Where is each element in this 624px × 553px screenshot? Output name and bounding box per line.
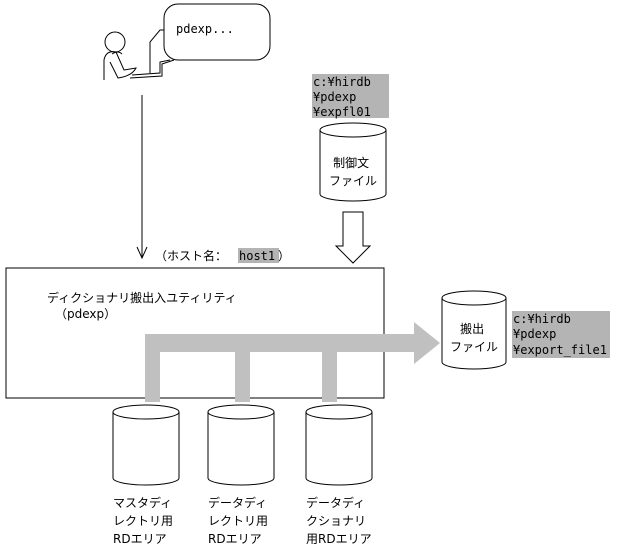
rdarea-master-directory: マスタディ レクトリ用 RDエリア bbox=[112, 404, 180, 546]
rdarea-label: マスタディ レクトリ用 RDエリア bbox=[113, 495, 177, 546]
export-file-path-highlight bbox=[512, 311, 610, 358]
rdarea-data-dictionary: データディ クショナリ 用RDエリア bbox=[305, 404, 373, 546]
rdarea-label: データディ レクトリ用 RDエリア bbox=[208, 495, 272, 546]
export-file-path: c:¥hirdb ¥pdexp ¥export_file1 bbox=[513, 312, 607, 357]
utility-subtitle: （pdexp） bbox=[55, 307, 116, 321]
rdarea-label: データディ クショナリ 用RDエリア bbox=[306, 495, 372, 546]
utility-title: ディクショナリ搬出入ユティリティ bbox=[47, 290, 237, 305]
control-file-cylinder bbox=[319, 122, 387, 202]
user-icon bbox=[103, 31, 137, 80]
control-input-arrow bbox=[334, 211, 372, 264]
rdarea-data-directory: データディ レクトリ用 RDエリア bbox=[207, 404, 275, 546]
utility-box bbox=[5, 267, 385, 399]
invoke-arrow bbox=[136, 95, 148, 260]
host-highlight bbox=[238, 248, 279, 263]
control-file-path-highlight bbox=[312, 74, 389, 118]
export-flow-arrow bbox=[145, 322, 440, 402]
export-file-cylinder bbox=[441, 290, 507, 370]
command-text: pdexp... bbox=[176, 22, 234, 36]
control-file-path: c:¥hirdb ¥pdexp ¥expfl01 bbox=[313, 75, 378, 119]
control-file-label: 制御文 ファイル bbox=[329, 155, 377, 188]
export-file-label: 搬出 ファイル bbox=[450, 321, 498, 354]
command-bubble: pdexp... bbox=[129, 3, 271, 79]
host-label: （ホスト名：host1） bbox=[155, 248, 290, 263]
